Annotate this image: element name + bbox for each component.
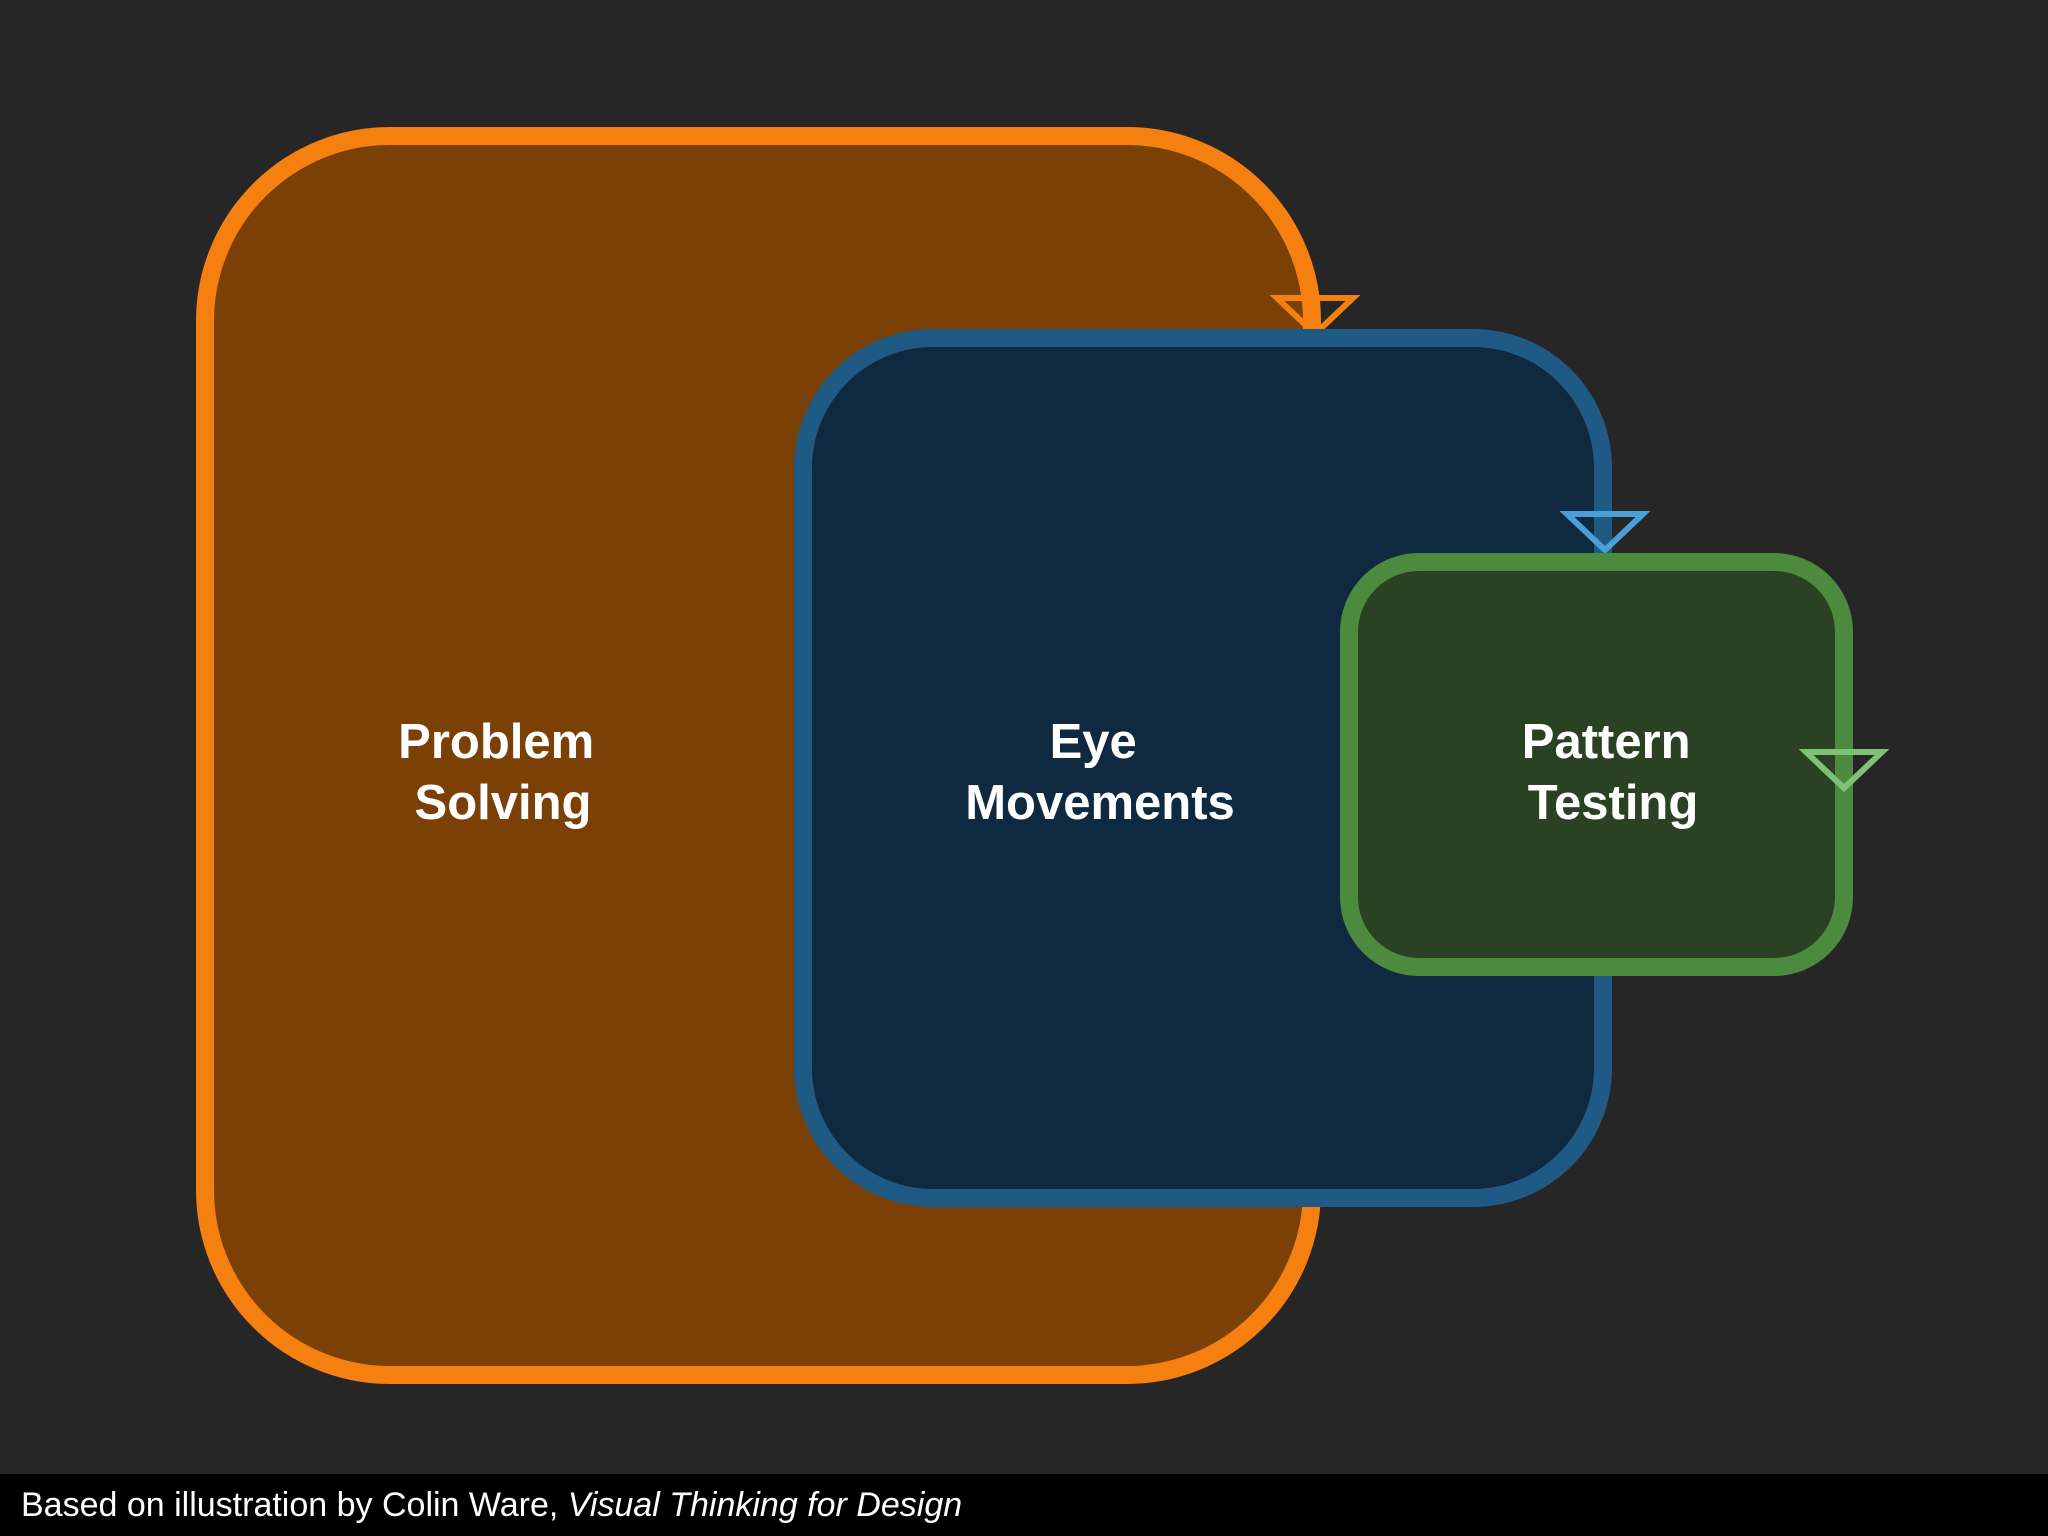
caption-bar: Based on illustration by Colin Ware, Vis… [0, 1474, 2048, 1536]
eye-movements-label: Eye Movements [965, 715, 1235, 830]
pattern-testing-loop [1340, 553, 1890, 976]
nested-loops-diagram: Problem Solving Eye Movements Pattern Te… [196, 127, 1890, 1384]
eye-movements-label-line2: Movements [965, 776, 1235, 830]
problem-solving-arrow-icon [1269, 295, 1361, 339]
pattern-testing-label: Pattern Testing [1522, 715, 1704, 830]
problem-solving-label-line1: Problem [398, 715, 594, 769]
pattern-testing-label-line2: Testing [1528, 776, 1699, 830]
eye-movements-arrow-icon [1559, 511, 1651, 555]
eye-movements-label-line1: Eye [1050, 715, 1137, 769]
problem-solving-label: Problem Solving [398, 715, 608, 830]
pattern-testing-label-line1: Pattern [1522, 715, 1691, 769]
caption-prefix: Based on illustration by Colin Ware, [21, 1486, 568, 1524]
pattern-testing-arrow-icon [1798, 749, 1890, 793]
problem-solving-label-line2: Solving [415, 776, 592, 830]
caption-book-title: Visual Thinking for Design [567, 1486, 963, 1524]
pattern-testing-box [1340, 553, 1853, 976]
